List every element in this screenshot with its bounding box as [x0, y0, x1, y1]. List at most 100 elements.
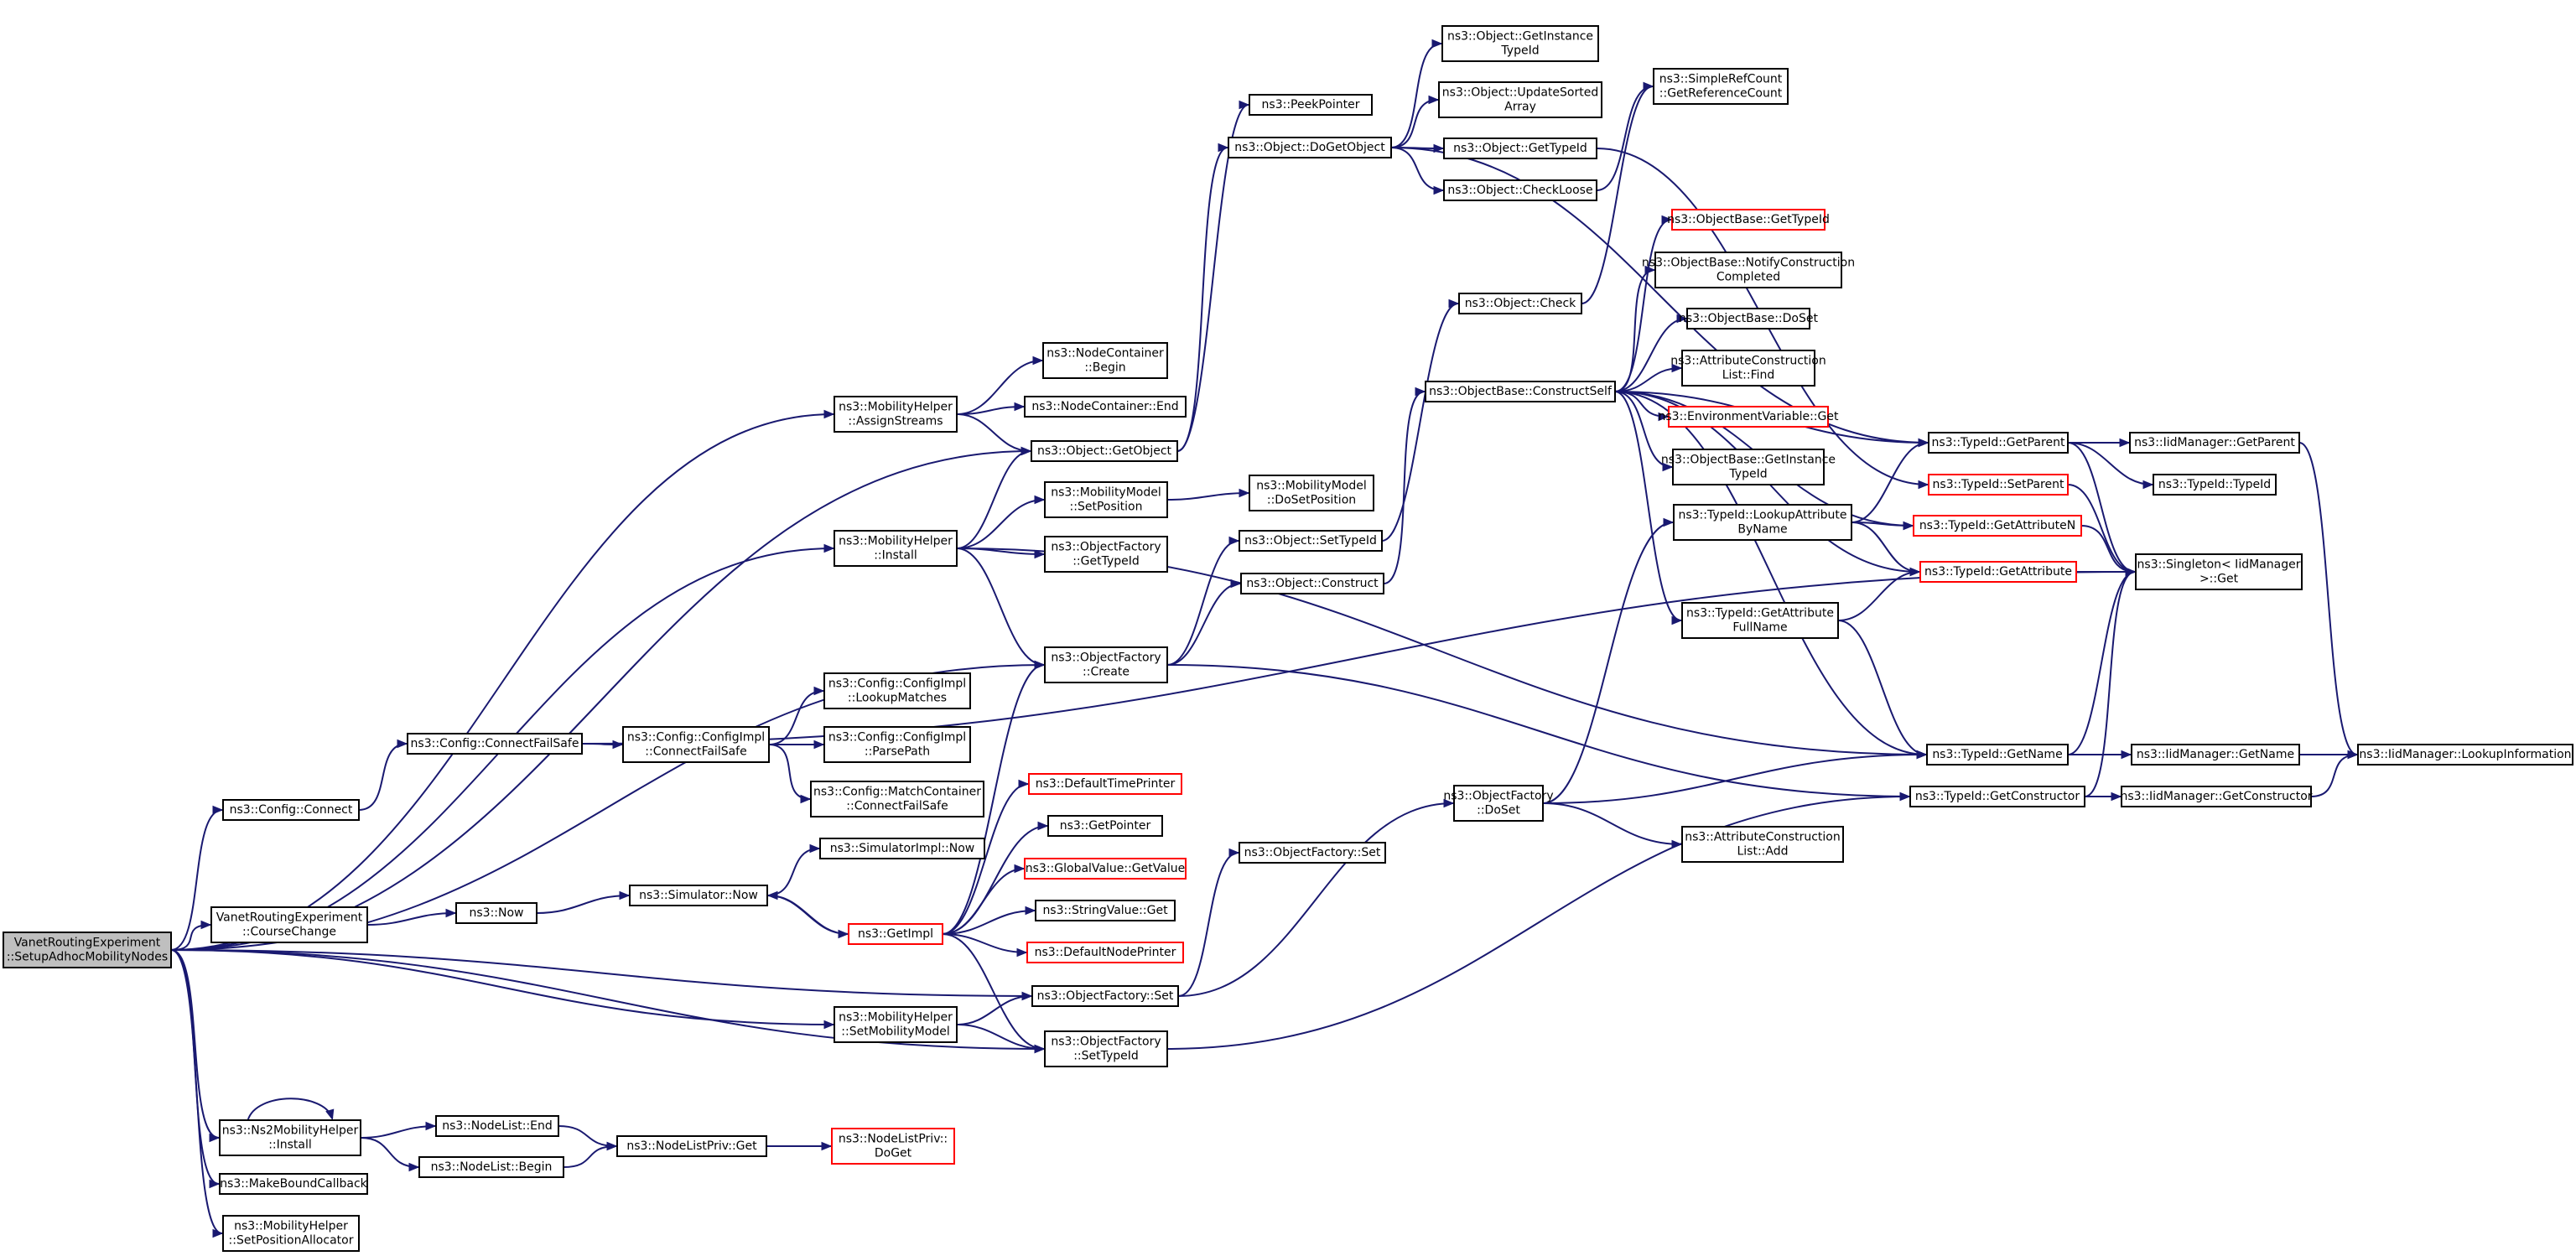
node-objsettypeid[interactable]: ns3::Object::SetTypeId: [1239, 530, 1383, 552]
node-setparent[interactable]: ns3::TypeId::SetParent: [1928, 474, 2069, 496]
node-lookupinformation[interactable]: ns3::IidManager::LookupInformation: [2357, 744, 2573, 766]
node-root[interactable]: VanetRoutingExperiment::SetupAdhocMobili…: [3, 932, 172, 968]
node-singleton[interactable]: ns3::Singleton< IidManager >::Get: [2135, 553, 2303, 590]
node-objgetobject[interactable]: ns3::Object::GetObject: [1031, 440, 1178, 462]
node-objfactset[interactable]: ns3::ObjectFactory::Set: [1031, 985, 1179, 1007]
node-getconstructor[interactable]: ns3::TypeId::GetConstructor: [1909, 786, 2085, 807]
node-objfactgettypeid[interactable]: ns3::ObjectFactory::GetTypeId: [1044, 536, 1168, 573]
node-label: ns3::Object::SetTypeId: [1244, 534, 1377, 548]
node-connectfailsafe[interactable]: ns3::Config::ConnectFailSafe: [407, 733, 583, 755]
node-label: ns3::IidManager::GetConstructor: [2120, 790, 2312, 803]
call-edge: [2067, 442, 2153, 485]
node-label: ::Create: [1083, 666, 1130, 679]
node-label: ns3::DefaultTimePrinter: [1036, 777, 1176, 791]
node-stringvalue[interactable]: ns3::StringValue::Get: [1035, 900, 1176, 921]
node-nodelistprivget[interactable]: ns3::NodeListPriv::Get: [616, 1135, 767, 1157]
node-defaultnodeprinter[interactable]: ns3::DefaultNodePrinter: [1026, 942, 1184, 963]
node-box: [2121, 786, 2312, 807]
node-nodecontbegin[interactable]: ns3::NodeContainer::Begin: [1042, 342, 1168, 379]
node-makeboundcallback[interactable]: ns3::MakeBoundCallback: [219, 1173, 368, 1195]
node-label: ns3::NodeListPriv::Get: [626, 1139, 757, 1153]
node-ns2install[interactable]: ns3::Ns2MobilityHelper::Install: [219, 1119, 361, 1156]
node-getattribute[interactable]: ns3::TypeId::GetAttribute: [1919, 561, 2077, 583]
call-edge: [1383, 391, 1426, 584]
arrowhead: [200, 920, 212, 930]
node-now[interactable]: ns3::Now: [455, 902, 538, 924]
node-box: [455, 902, 538, 924]
node-label: ns3::TypeId::SetParent: [1933, 478, 2064, 491]
call-edge: [942, 664, 1045, 935]
node-setposalloc[interactable]: ns3::MobilityHelper::SetPositionAllocato…: [222, 1215, 360, 1252]
node-obgettypeid[interactable]: ns3::ObjectBase::GetTypeId: [1667, 209, 1830, 231]
call-edge: [2067, 484, 2136, 573]
node-iidgetparent[interactable]: ns3::IidManager::GetParent: [2129, 432, 2300, 454]
node-coursechange[interactable]: VanetRoutingExperiment::CourseChange: [210, 906, 368, 943]
node-install[interactable]: ns3::MobilityHelper::Install: [834, 530, 958, 567]
node-dogetobject[interactable]: ns3::Object::DoGetObject: [1228, 137, 1392, 158]
node-label: ns3::ObjectFactory: [1051, 541, 1161, 554]
node-getattributen[interactable]: ns3::TypeId::GetAttributeN: [1913, 515, 2082, 537]
node-objcheck[interactable]: ns3::Object::Check: [1458, 293, 1582, 314]
node-objconstruct[interactable]: ns3::Object::Construct: [1240, 573, 1384, 594]
node-notifyconstruction[interactable]: ns3::ObjectBase::NotifyConstructionCompl…: [1642, 252, 1855, 288]
node-objgettypeid[interactable]: ns3::Object::GetTypeId: [1443, 138, 1597, 159]
call-graph-nodes: VanetRoutingExperiment::SetupAdhocMobili…: [3, 25, 2573, 1252]
call-edge: [942, 910, 1036, 935]
node-mmsetposition[interactable]: ns3::MobilityModel::SetPosition: [1044, 481, 1168, 518]
node-box: [2135, 553, 2303, 590]
node-simnow[interactable]: ns3::Simulator::Now: [629, 885, 768, 906]
node-defaulttimeprinter[interactable]: ns3::DefaultTimePrinter: [1028, 773, 1182, 795]
node-nodelistbegin[interactable]: ns3::NodeList::Begin: [418, 1156, 564, 1178]
node-getname[interactable]: ns3::TypeId::GetName: [1926, 744, 2069, 766]
node-obdoset[interactable]: ns3::ObjectBase::DoSet: [1679, 308, 1818, 330]
node-mmdosetposition[interactable]: ns3::MobilityModel::DoSetPosition: [1249, 475, 1374, 511]
node-box: [1239, 842, 1386, 864]
node-label: ns3::Config::ConfigImpl: [627, 731, 765, 745]
node-box: [1044, 1030, 1168, 1067]
node-simimplnow[interactable]: ns3::SimulatorImpl::Now: [819, 838, 985, 859]
arrowhead: [1239, 488, 1250, 498]
node-nodelistprivdoget[interactable]: ns3::NodeListPriv::DoGet: [831, 1128, 955, 1165]
node-label: ns3::Object::Check: [1465, 297, 1576, 310]
node-label: ns3::MobilityModel: [1256, 480, 1367, 493]
node-box: [1453, 785, 1544, 822]
node-nodelistend[interactable]: ns3::NodeList::End: [435, 1115, 559, 1137]
node-label: ns3::StringValue::Get: [1042, 904, 1168, 917]
node-iidgetconstructor[interactable]: ns3::IidManager::GetConstructor: [2120, 786, 2313, 807]
node-nodecontend[interactable]: ns3::NodeContainer::End: [1024, 396, 1187, 418]
node-refcount[interactable]: ns3::SimpleRefCount::GetReferenceCount: [1653, 68, 1789, 105]
node-globalvalue[interactable]: ns3::GlobalValue::GetValue: [1024, 858, 1187, 880]
node-getimpl[interactable]: ns3::GetImpl: [848, 923, 943, 945]
node-objfactdoset[interactable]: ns3::ObjectFactory::DoSet: [1443, 785, 1554, 822]
node-constructself[interactable]: ns3::ObjectBase::ConstructSelf: [1425, 381, 1616, 402]
node-configconnect[interactable]: ns3::Config::Connect: [222, 799, 360, 821]
node-assignstreams[interactable]: ns3::MobilityHelper::AssignStreams: [834, 396, 958, 433]
node-label: List::Add: [1737, 845, 1788, 859]
node-lookupmatches[interactable]: ns3::Config::ConfigImpl::LookupMatches: [823, 672, 971, 709]
node-matchcontainer[interactable]: ns3::Config::MatchContainer::ConnectFail…: [810, 781, 984, 817]
arrowhead: [1658, 412, 1670, 422]
node-checkloose[interactable]: ns3::Object::CheckLoose: [1443, 179, 1597, 201]
node-iidgetname[interactable]: ns3::IidManager::GetName: [2131, 744, 2300, 766]
node-getparent[interactable]: ns3::TypeId::GetParent: [1928, 432, 2069, 454]
node-setmobilitymodel[interactable]: ns3::MobilityHelper::SetMobilityModel: [834, 1006, 958, 1043]
node-box: [219, 1173, 368, 1195]
node-objfactcreate[interactable]: ns3::ObjectFactory::Create: [1044, 646, 1168, 683]
arrowhead: [408, 1162, 420, 1172]
node-parsepath[interactable]: ns3::Config::ConfigImpl::ParsePath: [823, 726, 971, 763]
node-objfactset2[interactable]: ns3::ObjectFactory::Set: [1239, 842, 1386, 864]
node-objfactsettypeid[interactable]: ns3::ObjectFactory::SetTypeId: [1044, 1030, 1168, 1067]
node-peekpointer[interactable]: ns3::PeekPointer: [1249, 94, 1373, 116]
call-edge: [170, 949, 223, 1234]
node-configimplcfs[interactable]: ns3::Config::ConfigImpl::ConnectFailSafe: [622, 726, 770, 763]
node-typeidtypeid[interactable]: ns3::TypeId::TypeId: [2153, 474, 2277, 496]
node-getpointer[interactable]: ns3::GetPointer: [1047, 815, 1163, 837]
node-envget[interactable]: ns3::EnvironmentVariable::Get: [1659, 406, 1839, 428]
